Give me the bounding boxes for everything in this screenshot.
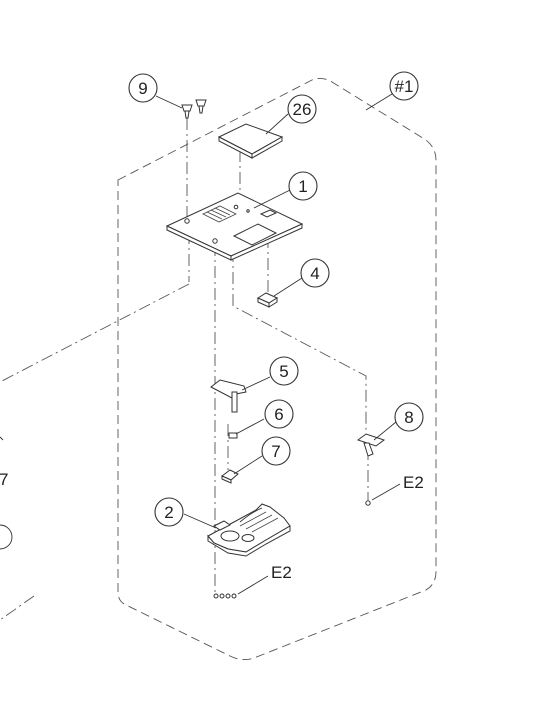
leader-e2-right bbox=[371, 483, 401, 501]
part-7 bbox=[221, 469, 239, 484]
callout-9-label: 9 bbox=[138, 79, 147, 98]
leader-2 bbox=[183, 513, 217, 529]
callout-assembly-label: #1 bbox=[395, 77, 414, 96]
callout-9: 9 bbox=[128, 73, 158, 103]
callout-6: 6 bbox=[264, 399, 294, 429]
offpage-leader-lower bbox=[0, 595, 35, 621]
leader-7 bbox=[233, 455, 263, 475]
callout-2-label: 2 bbox=[164, 503, 173, 522]
part-2-feed-base bbox=[207, 503, 291, 557]
callout-4: 4 bbox=[300, 258, 330, 288]
e2-label-bottom: E2 bbox=[271, 563, 292, 582]
callout-1-label: 1 bbox=[298, 177, 307, 196]
e2-fasteners-bottom bbox=[213, 593, 237, 599]
edge-fragment-circle bbox=[0, 524, 13, 550]
part-4 bbox=[256, 292, 279, 308]
part-1-needle-plate bbox=[165, 192, 304, 261]
leader-9 bbox=[155, 95, 183, 109]
offpage-leader-upper bbox=[0, 283, 190, 383]
callout-8: 8 bbox=[394, 402, 424, 432]
callout-5: 5 bbox=[269, 356, 299, 386]
leader-6 bbox=[235, 418, 265, 435]
edge-fragment-mark bbox=[0, 436, 4, 441]
callout-4-label: 4 bbox=[310, 264, 319, 283]
part-8 bbox=[356, 433, 386, 457]
callout-assembly: #1 bbox=[389, 71, 419, 101]
leader-4 bbox=[273, 277, 303, 297]
callout-7-label: 7 bbox=[271, 442, 280, 461]
leader-1 bbox=[253, 189, 291, 209]
leader-5 bbox=[241, 376, 271, 391]
callout-8-label: 8 bbox=[404, 408, 413, 427]
callout-6-label: 6 bbox=[274, 405, 283, 424]
part-26-cover bbox=[217, 123, 284, 159]
callout-1: 1 bbox=[288, 171, 318, 201]
callout-2: 2 bbox=[154, 497, 184, 527]
axis-part-8 bbox=[232, 250, 367, 440]
part-6 bbox=[228, 432, 238, 439]
assembly-boundary bbox=[117, 77, 437, 661]
e2-label-right: E2 bbox=[403, 473, 424, 492]
callout-7: 7 bbox=[261, 436, 291, 466]
leader-e2-bottom bbox=[237, 575, 269, 595]
part-5 bbox=[210, 379, 247, 413]
leader-8 bbox=[373, 421, 397, 441]
edge-label-7: 7 bbox=[0, 470, 8, 489]
leader-26 bbox=[265, 113, 289, 135]
part-9-screws bbox=[181, 99, 207, 119]
e2-fastener-right bbox=[365, 500, 371, 506]
callout-26: 26 bbox=[287, 94, 317, 124]
leader-assembly bbox=[365, 93, 393, 111]
callout-26-label: 26 bbox=[293, 100, 312, 119]
callout-5-label: 5 bbox=[279, 362, 288, 381]
